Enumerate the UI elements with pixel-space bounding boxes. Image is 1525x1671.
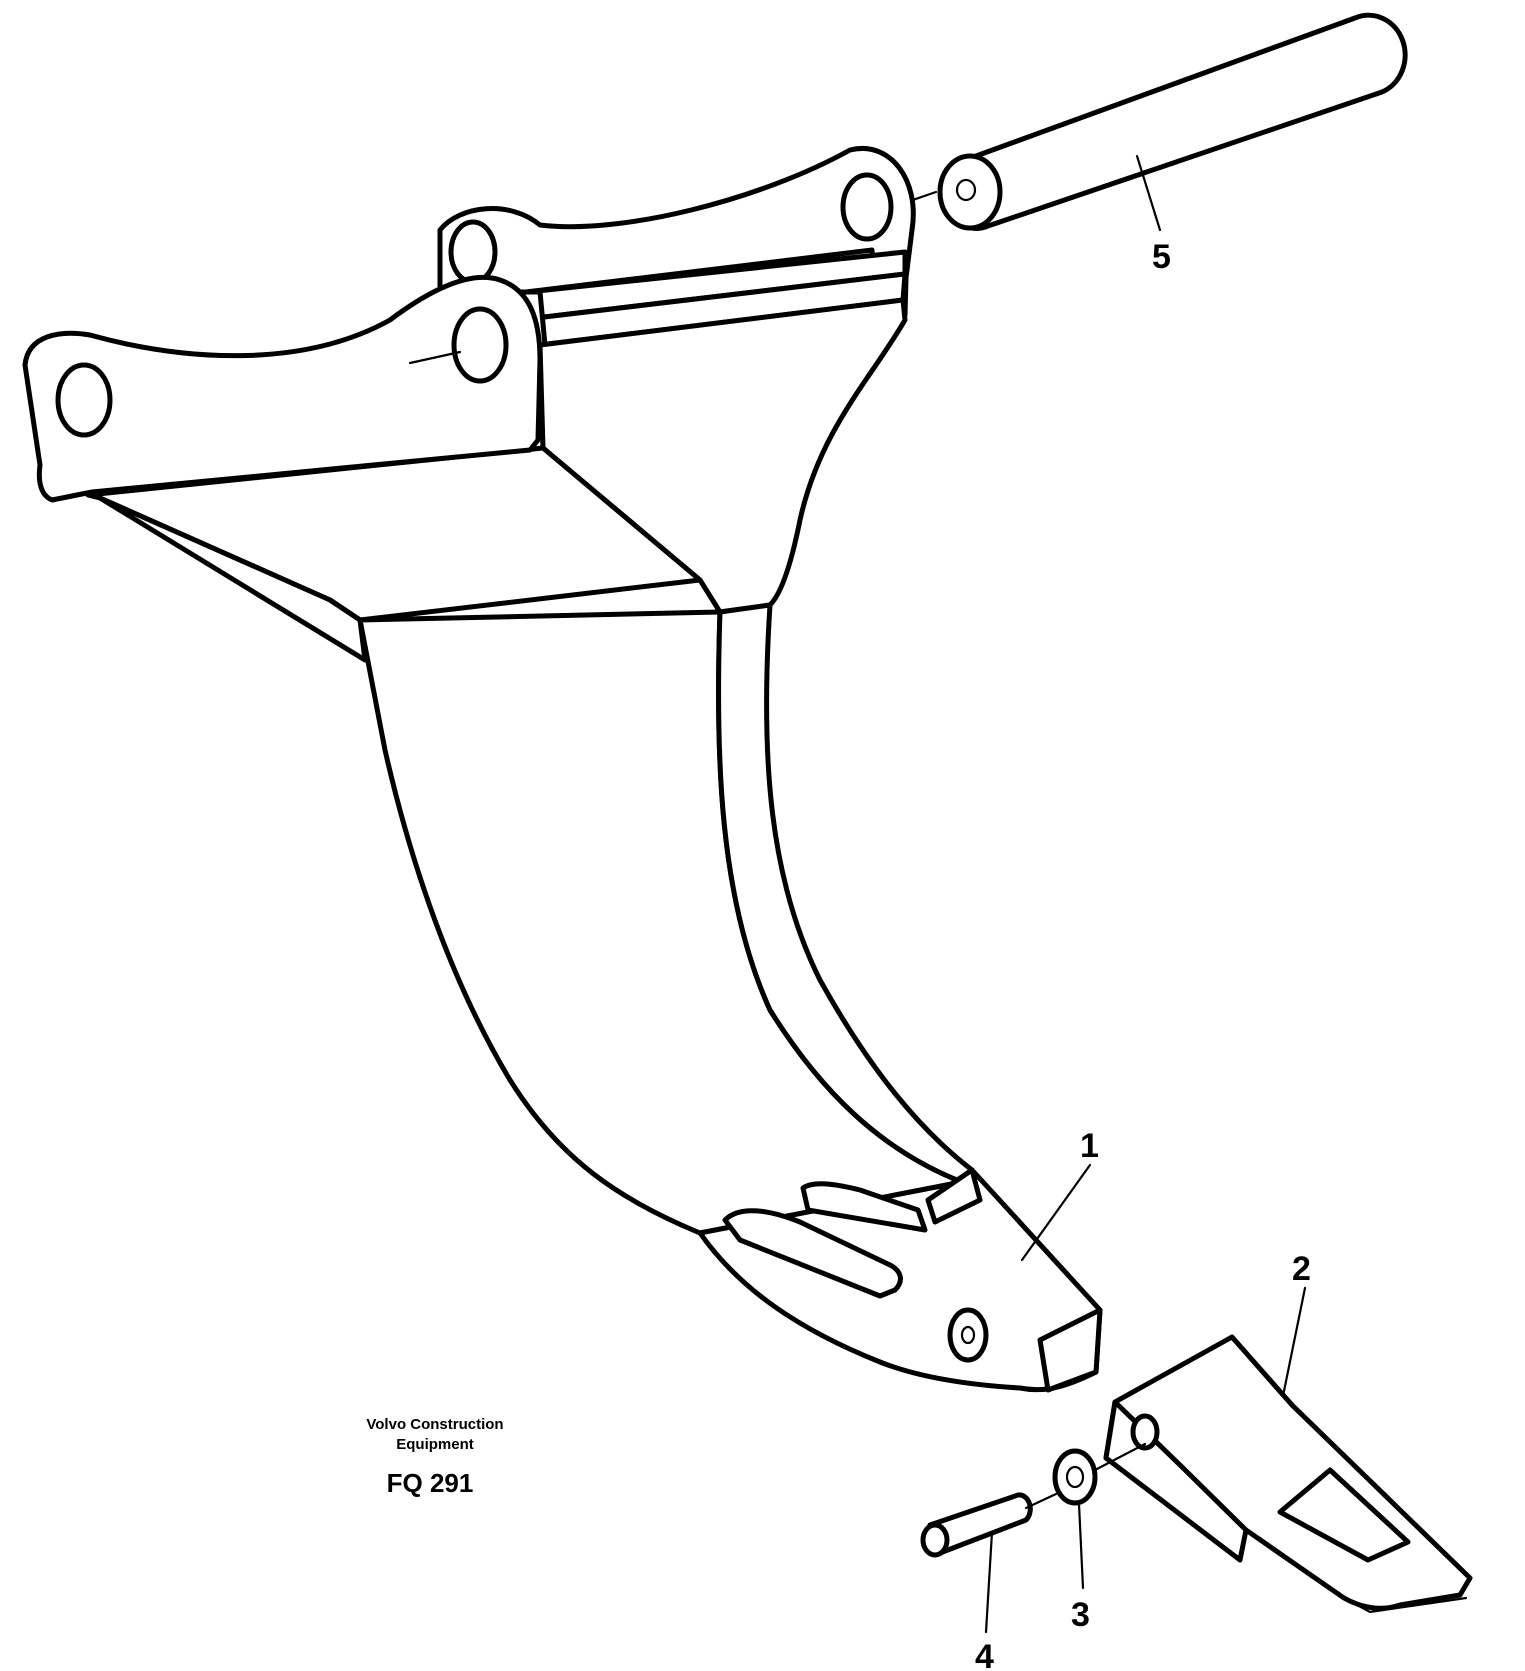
callout-2: 2	[1292, 1250, 1311, 1288]
figure-code: FQ 291	[386, 1468, 474, 1498]
leader-line-5	[1135, 154, 1162, 232]
leader-line-2	[1281, 1286, 1307, 1398]
tooth-axis-line	[1093, 1442, 1147, 1472]
callout-1: 1	[1080, 1127, 1099, 1165]
pin-washer-axis-line	[1024, 1492, 1058, 1510]
leader-line-4	[984, 1530, 994, 1634]
leader-line-3	[1077, 1502, 1085, 1590]
leader-line-1	[1020, 1163, 1092, 1262]
callout-5: 5	[1152, 238, 1171, 276]
ripper-shank-part-1	[85, 297, 1103, 1393]
brand-line-2: Equipment	[396, 1436, 474, 1453]
callout-4: 4	[975, 1638, 994, 1671]
washer-part-3	[1052, 1448, 1098, 1506]
bracket-front-plate	[22, 274, 543, 503]
tooth-part-2	[1103, 1334, 1473, 1614]
pin-part-5	[937, 12, 1408, 231]
locking-pin-part-4	[920, 1492, 1033, 1558]
callout-3: 3	[1071, 1596, 1090, 1634]
brand-line-1: Volvo Construction	[366, 1416, 504, 1433]
